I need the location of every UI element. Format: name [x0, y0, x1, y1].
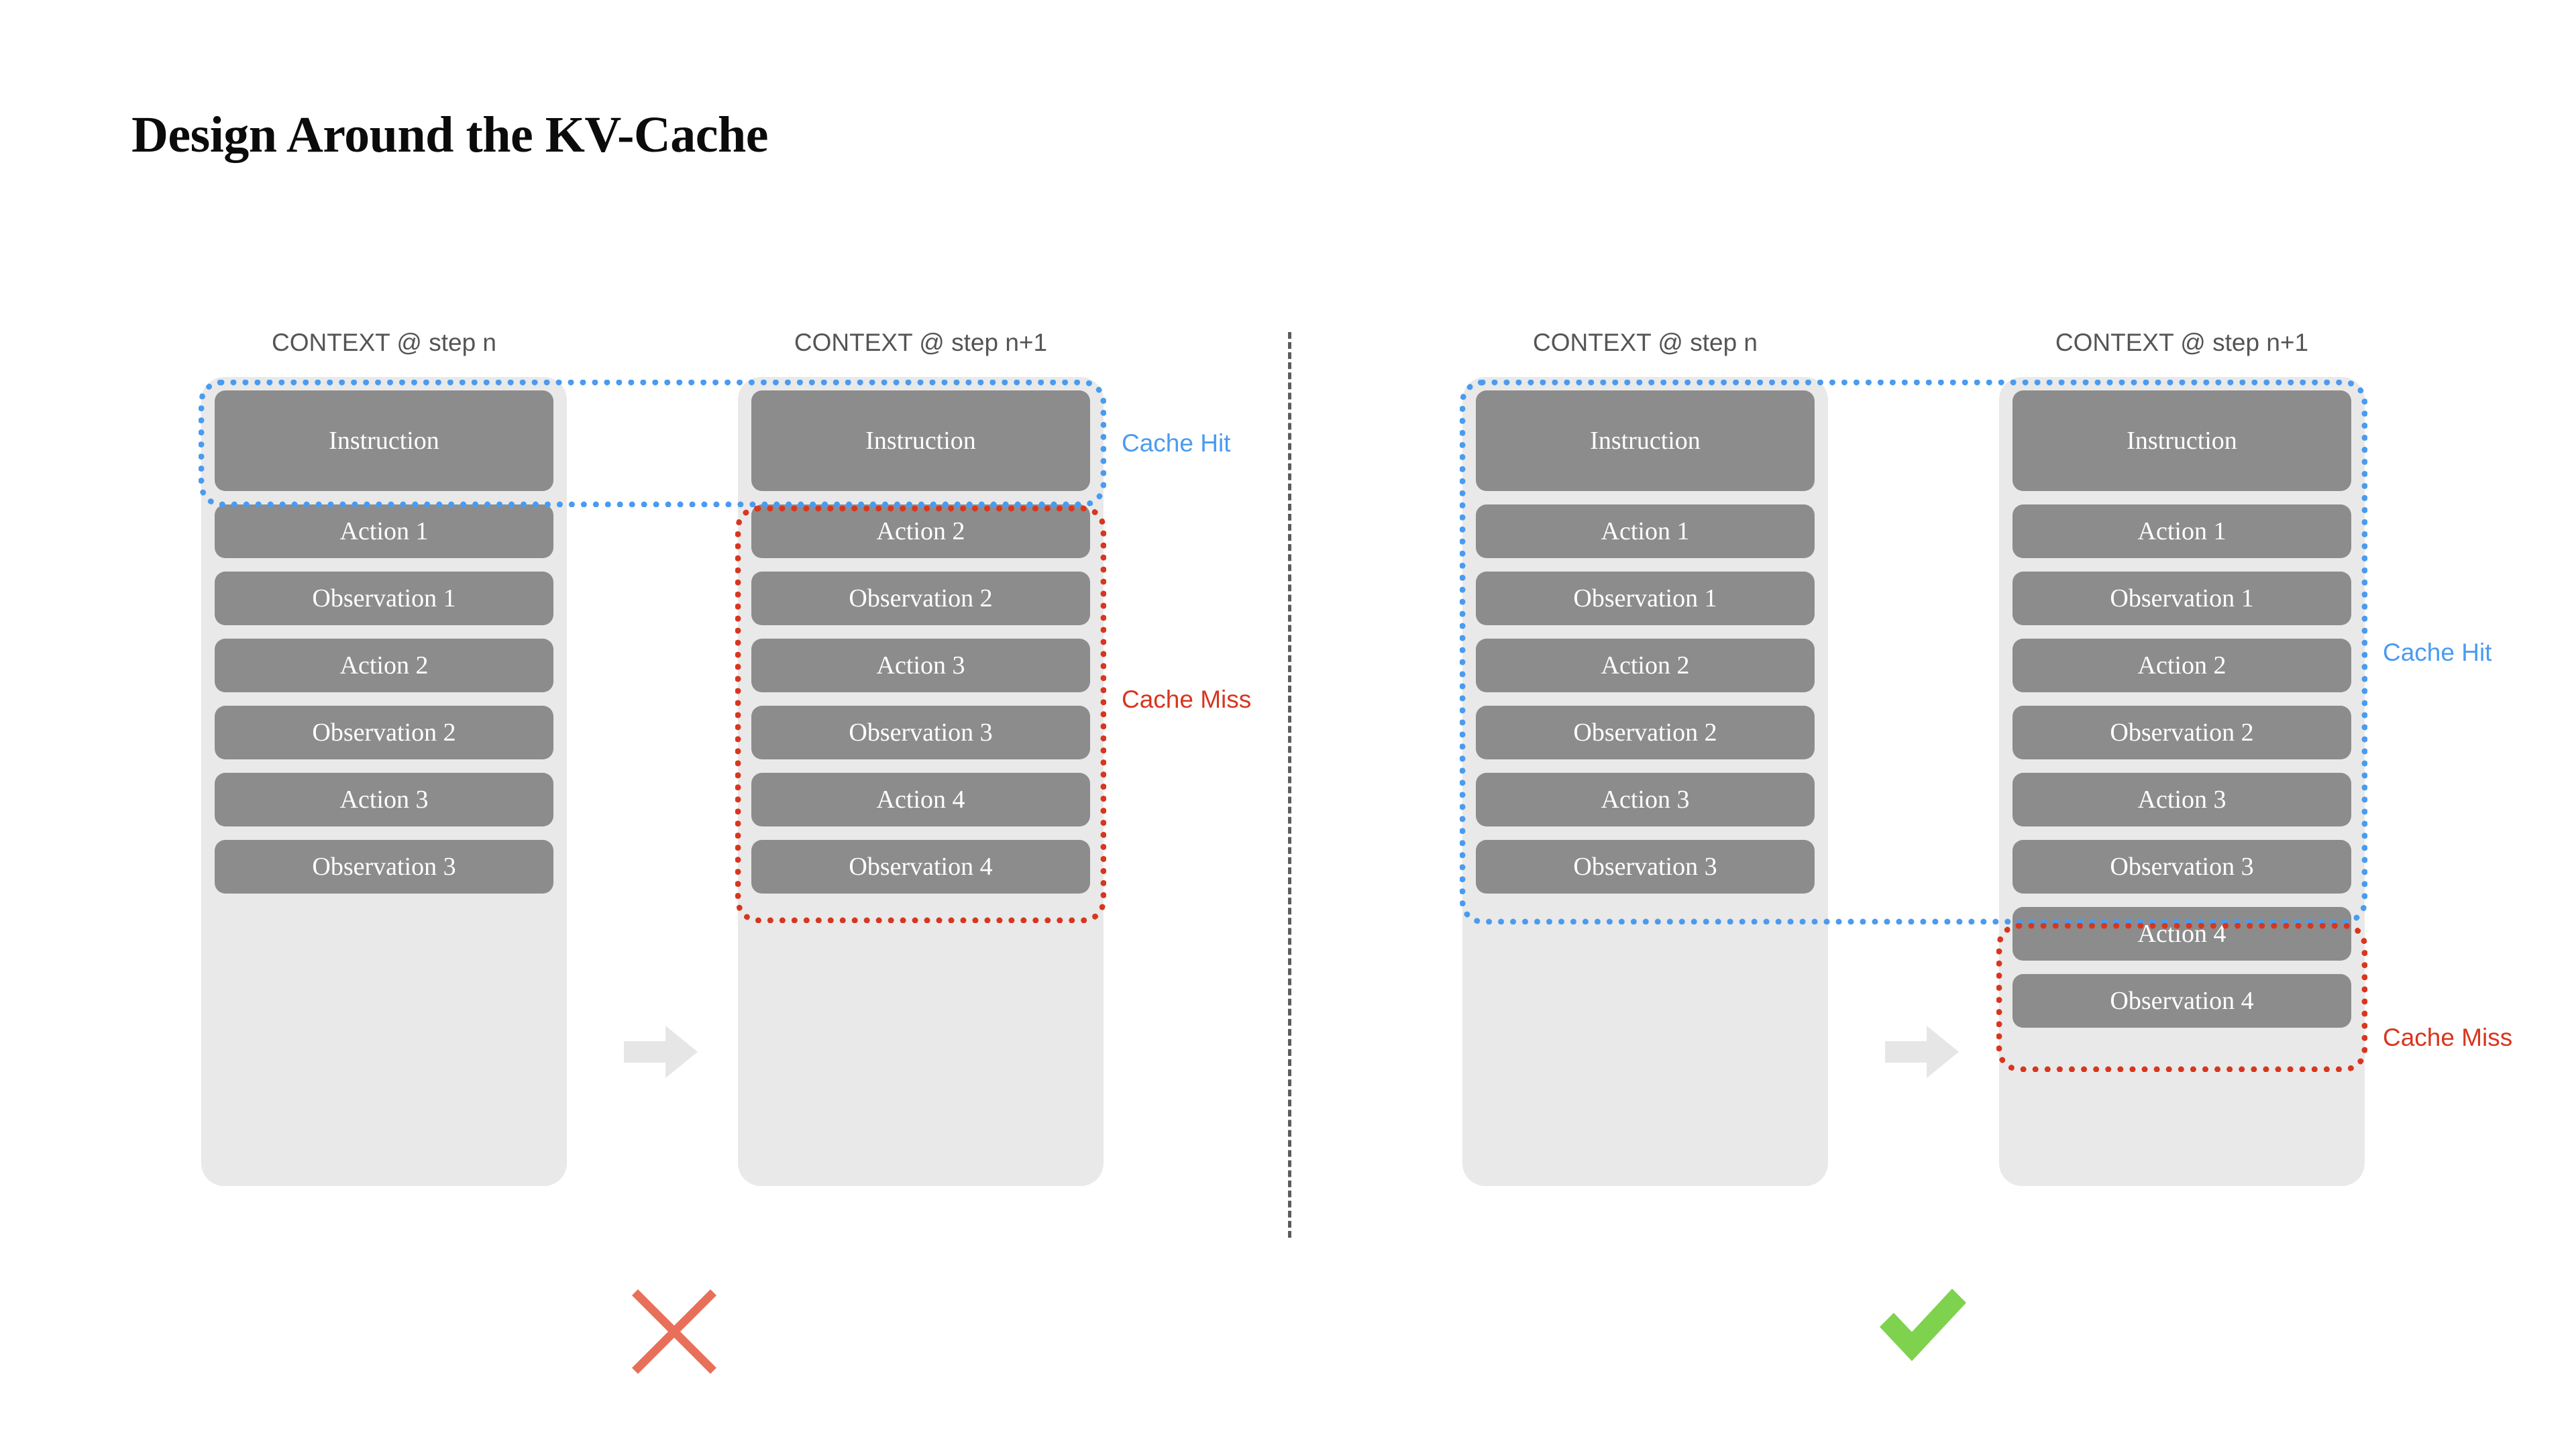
context-block[interactable]: Action 3	[751, 639, 1090, 692]
context-block[interactable]: Observation 1	[215, 572, 553, 625]
context-block[interactable]: Instruction	[1476, 390, 1815, 491]
vertical-divider	[1288, 332, 1291, 1238]
context-block[interactable]: Observation 2	[1476, 706, 1815, 759]
context-block[interactable]: Observation 1	[1476, 572, 1815, 625]
page-title: Design Around the KV-Cache	[131, 107, 769, 163]
context-block[interactable]: Observation 2	[215, 706, 553, 759]
arrow-right-icon	[1885, 1026, 1959, 1078]
context-block[interactable]: Observation 2	[2012, 706, 2351, 759]
arrow-right-icon	[624, 1026, 698, 1078]
context-block[interactable]: Observation 3	[2012, 840, 2351, 894]
context-block[interactable]: Observation 3	[215, 840, 553, 894]
context-block[interactable]: Observation 3	[751, 706, 1090, 759]
context-block[interactable]: Action 2	[215, 639, 553, 692]
cross-mark-icon	[632, 1289, 716, 1374]
column-header-step-n-plus-1: CONTEXT @ step n+1	[794, 329, 1048, 356]
context-block[interactable]: Observation 2	[751, 572, 1090, 625]
context-block[interactable]: Action 2	[2012, 639, 2351, 692]
check-mark-icon	[1880, 1289, 1966, 1361]
context-block-stack: Instruction Action 1 Observation 1 Actio…	[2012, 390, 2351, 1041]
cache-hit-label: Cache Hit	[1122, 429, 1231, 457]
cache-miss-label: Cache Miss	[1122, 686, 1252, 713]
context-block[interactable]: Instruction	[2012, 390, 2351, 491]
column-header-step-n: CONTEXT @ step n	[271, 329, 497, 356]
context-block[interactable]: Action 1	[2012, 504, 2351, 558]
context-block[interactable]: Observation 4	[751, 840, 1090, 894]
context-block[interactable]: Action 4	[751, 773, 1090, 826]
context-block[interactable]: Action 3	[1476, 773, 1815, 826]
context-block[interactable]: Observation 4	[2012, 974, 2351, 1028]
context-block-stack: Instruction Action 1 Observation 1 Actio…	[215, 390, 553, 907]
context-block[interactable]: Action 1	[215, 504, 553, 558]
context-block[interactable]: Action 3	[2012, 773, 2351, 826]
context-block[interactable]: Action 3	[215, 773, 553, 826]
context-block-stack: Instruction Action 2 Observation 2 Actio…	[751, 390, 1090, 907]
context-block-stack: Instruction Action 1 Observation 1 Actio…	[1476, 390, 1815, 907]
context-block[interactable]: Observation 3	[1476, 840, 1815, 894]
context-block[interactable]: Observation 1	[2012, 572, 2351, 625]
column-header-step-n-plus-1: CONTEXT @ step n+1	[2055, 329, 2309, 356]
cache-hit-label: Cache Hit	[2383, 639, 2492, 666]
context-block[interactable]: Action 2	[751, 504, 1090, 558]
column-header-step-n: CONTEXT @ step n	[1532, 329, 1758, 356]
context-block[interactable]: Instruction	[215, 390, 553, 491]
context-block[interactable]: Action 2	[1476, 639, 1815, 692]
context-block[interactable]: Instruction	[751, 390, 1090, 491]
context-block[interactable]: Action 1	[1476, 504, 1815, 558]
context-block[interactable]: Action 4	[2012, 907, 2351, 961]
cache-miss-label: Cache Miss	[2383, 1024, 2513, 1051]
